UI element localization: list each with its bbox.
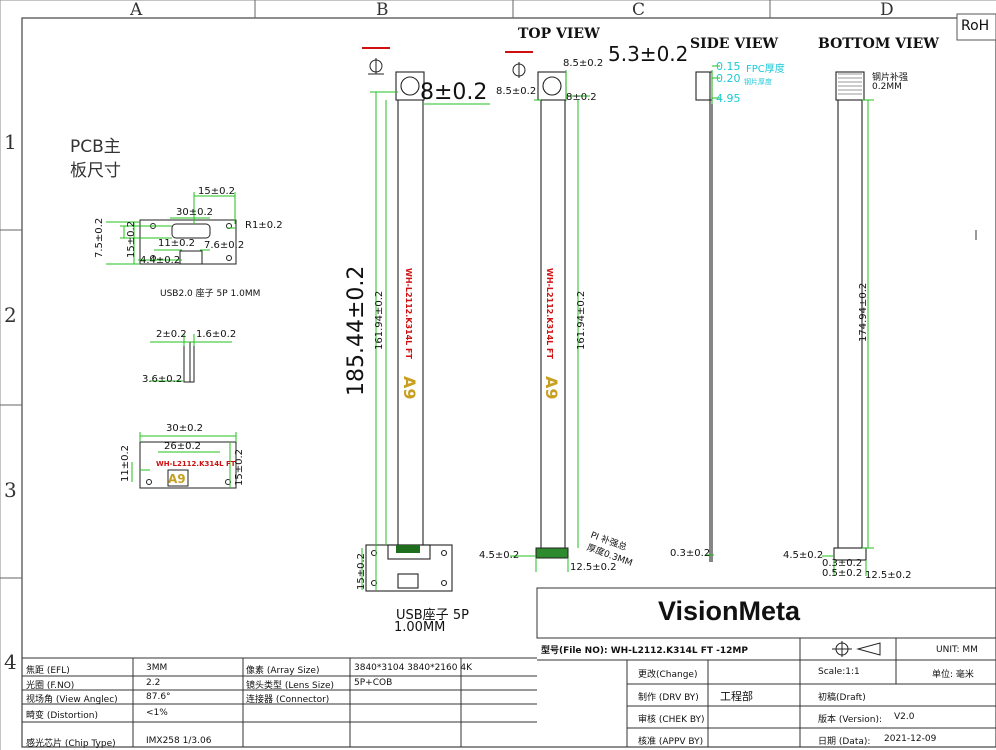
grid-row-1: 1 [4, 130, 17, 154]
dim-pcb-4-4: 4.4±0.2 [140, 255, 181, 266]
pcb-title-line2: 板尺寸 [70, 161, 121, 181]
dim-pcb-r1: R1±0.2 [245, 220, 283, 231]
spec-label-array: 像素 (Array Size) [246, 666, 320, 676]
spec-value-distortion: <1% [146, 708, 168, 718]
spec-label-view: 视场角 (View Anglec) [26, 695, 118, 705]
dim-pcb-11: 11±0.2 [158, 238, 196, 249]
spec-label-connector: 连接器 (Connector) [246, 695, 330, 705]
dim-pcb-15: 15±0.2 [198, 186, 236, 197]
tb-date-label: 日期 (Data): [818, 737, 871, 747]
dim-b-161: 161.94±0.2 [374, 290, 385, 350]
dim-bottom-0-5: 0.5±0.2 [822, 568, 863, 579]
spec-value-fno: 2.2 [146, 678, 161, 688]
grid-col-c: C [632, 0, 646, 20]
brand-name: VisionMeta [658, 596, 801, 626]
spec-value-array: 3840*3104 3840*2160 4K [354, 663, 472, 673]
spec-label-efl: 焦距 (EFL) [26, 666, 70, 676]
tb-unit-cn: 单位: 毫米 [932, 670, 974, 680]
dim-b-15: 15±0.2 [356, 552, 367, 590]
tb-date-value: 2021-12-09 [884, 734, 937, 744]
dim-top-12-5: 12.5±0.2 [570, 562, 617, 573]
dim-pcbb-11: 11±0.2 [120, 444, 131, 482]
spec-label-fno: 光圈 (F.NO) [26, 681, 75, 691]
spec-value-efl: 3MM [146, 663, 168, 673]
bottom-steel-note-2: 0.2MM [872, 82, 902, 92]
grid-col-b: B [376, 0, 389, 20]
grid-col-a: A [130, 0, 143, 20]
spec-value-chip: IMX258 1/3.06 [146, 736, 212, 746]
tb-drv-by: 制作 (DRV BY) [638, 693, 699, 703]
dim-pcb-7-5: 7.5±0.2 [94, 217, 105, 258]
dim-side-2: 2±0.2 [156, 329, 187, 340]
spec-label-lens: 镜头类型 (Lens Size) [246, 681, 335, 691]
tb-scale: Scale:1:1 [818, 667, 860, 677]
grid-row-4: 4 [4, 650, 17, 674]
dim-top-161: 161.94±0.2 [576, 290, 587, 350]
dim-b-total-length: 185.44±0.2 [344, 265, 369, 396]
spec-value-lens: 5P+COB [354, 678, 393, 688]
pcb-title-line1: PCB主 [70, 137, 121, 157]
pcb-board-logo: A9 [168, 472, 186, 486]
spec-label-chip: 感光芯片 (Chip Type) [26, 739, 116, 749]
tb-draft: 初稿(Draft) [818, 693, 866, 703]
dim-side-0-20: 0.20 [716, 72, 741, 85]
side-view-title: SIDE VIEW [690, 36, 779, 52]
side-steel-label: 钢片厚度 [744, 78, 772, 86]
dim-top-8-5-b: 8.5±0.2 [496, 86, 537, 97]
dim-side-5-3: 5.3±0.2 [608, 42, 689, 66]
dim-bottom-174: 174.94±0.2 [858, 282, 869, 342]
dim-pcb-15-v: 15±0.2 [126, 220, 137, 258]
dim-top-8-5-a: 8.5±0.2 [563, 58, 604, 69]
side-fpc-label: FPC厚度 [746, 64, 785, 75]
dim-pcbb-26: 26±0.2 [164, 441, 202, 452]
grid-row-3: 3 [4, 478, 17, 502]
dim-pcb-30: 30±0.2 [176, 207, 214, 218]
tb-unit: UNIT: MM [936, 645, 978, 655]
dim-top-4-5: 4.5±0.2 [479, 550, 520, 561]
tb-drv-by-value: 工程部 [720, 690, 753, 703]
tb-version-label: 版本 (Version): [818, 715, 883, 725]
tb-version-value: V2.0 [894, 712, 915, 722]
pcb-usb-label: USB2.0 座子 5P 1.0MM [160, 289, 261, 299]
dim-pcb-7-6: 7.6±0.2 [204, 240, 245, 251]
cable-b-logo: A9 [400, 376, 419, 400]
b-usb-label-2: 1.00MM [394, 620, 446, 635]
cable-b-text: WH-L2112.K314L FT [404, 268, 413, 359]
dim-top-8: 8±0.2 [566, 92, 597, 103]
tb-change: 更改(Change) [638, 670, 698, 680]
dim-side-0-15: 0.15 [716, 60, 741, 73]
tb-chek-by: 审核 (CHEK BY) [638, 715, 705, 725]
dim-bottom-0-3: 0.3±0.2 [822, 558, 863, 569]
top-view-title: TOP VIEW [518, 26, 600, 42]
bottom-steel-note-1: 钢片补强 [872, 73, 909, 83]
tb-appv-by: 核准 (APPV BY) [638, 737, 704, 747]
spec-value-view: 87.6° [146, 692, 171, 702]
bottom-view-title: BOTTOM VIEW [818, 36, 939, 52]
grid-col-d: D [880, 0, 894, 20]
dim-side-1-6: 1.6±0.2 [196, 329, 237, 340]
dim-bottom-12-5: 12.5±0.2 [865, 570, 912, 581]
cable-top-logo: A9 [542, 376, 561, 400]
b-usb-label-1: USB座子 5P [396, 608, 469, 623]
dim-bottom-4-5: 4.5±0.2 [783, 550, 824, 561]
cable-top-text: WH-L2112.K314L FT [545, 268, 554, 359]
dim-side-0-3: 0.3±0.2 [670, 548, 711, 559]
pcb-board-text: WH-L2112.K314L FT [156, 460, 236, 468]
dim-side-4-95: 4.95 [716, 92, 741, 105]
rohs-mark: RoH [961, 18, 990, 34]
dim-b-8: 8±0.2 [420, 80, 488, 105]
grid-row-2: 2 [4, 303, 17, 327]
file-number: 型号(File NO): WH-L2112.K314L FT -12MP [541, 646, 748, 656]
dim-pcbb-30: 30±0.2 [166, 423, 204, 434]
dim-side-3-6: 3.6±0.2 [142, 374, 183, 385]
spec-label-distortion: 畸变 (Distortion) [26, 711, 98, 721]
